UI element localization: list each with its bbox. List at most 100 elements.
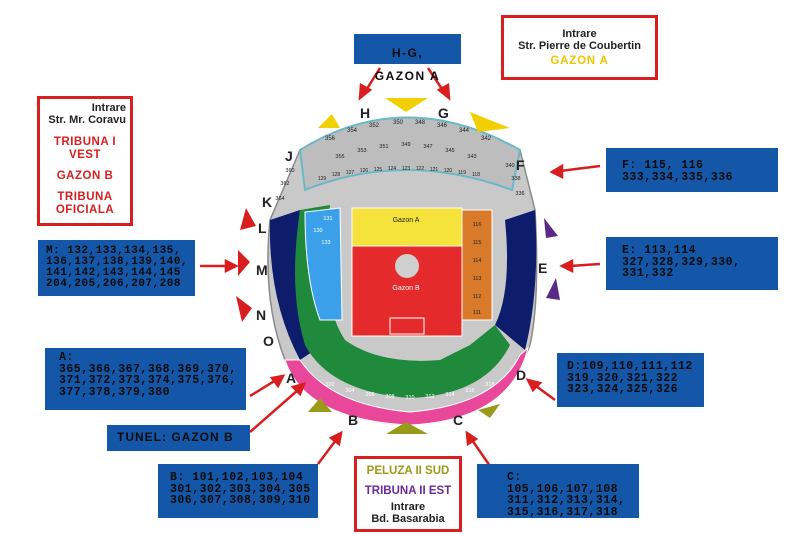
gate-marker-c (478, 404, 500, 418)
gate-marker-g (470, 112, 510, 132)
seat-label: 310 (405, 395, 414, 401)
seat-label: 351 (379, 144, 388, 150)
arrows (200, 67, 601, 467)
gate-letter-f: F (516, 157, 525, 173)
gate-letter-b: B (348, 412, 359, 428)
seat-label: 125 (374, 167, 383, 173)
seat-label: 121 (430, 167, 439, 173)
gate-letter-e: E (538, 260, 548, 276)
seat-label: 308 (385, 394, 394, 400)
gate-letter-n: N (256, 307, 267, 323)
seat-label: 114 (473, 258, 482, 264)
seat-label: 340 (505, 163, 514, 169)
sector-c-box: C: 105,106,107,108 311,312,313,314, 315,… (477, 464, 639, 518)
seat-label: 120 (444, 168, 453, 174)
seat-label: 126 (360, 168, 369, 174)
gate-letter-g: G (438, 105, 449, 121)
field-gazon-a (351, 207, 463, 247)
gate-marker-n (236, 296, 252, 322)
center-circle (395, 254, 419, 278)
entry-title: Intrare (390, 501, 426, 513)
gate-letter-a: A (286, 370, 297, 386)
hg-gazon-a-box: H-G, GAZON A (354, 34, 461, 81)
gate-letter-j: J (285, 148, 293, 164)
seat-label: 130 (313, 228, 322, 234)
seat-label: 364 (275, 196, 284, 202)
entry-basarabia: PELUZA II SUD TRIBUNA II EST Intrare Bd.… (354, 456, 462, 532)
seat-label: 338 (511, 176, 520, 182)
seat-label: 348 (415, 120, 426, 126)
gate-marker-m (238, 250, 250, 276)
seat-label: 124 (388, 166, 397, 172)
gate-letter-k: K (262, 194, 273, 210)
seat-label: 133 (321, 240, 330, 246)
zone-peluza: PELUZA II SUD (366, 465, 450, 477)
gate-letter-m: M (256, 262, 268, 278)
lightblue-stand (304, 207, 343, 321)
gate-letter-h: H (360, 105, 371, 121)
hg-line2: GAZON A (374, 68, 441, 83)
seat-label: 119 (458, 170, 466, 176)
sector-a-box: A: 365,366,367,368,369,370, 371,372,373,… (45, 348, 246, 410)
gate-letter-l: L (258, 220, 267, 236)
seat-label: 123 (402, 166, 411, 172)
seat-label: 345 (445, 148, 454, 154)
entry-street: Bd. Basarabia (371, 513, 445, 525)
seat-label: 342 (481, 136, 492, 142)
seat-label: 360 (285, 168, 294, 174)
entry-street: Str. Mr. Coravu (48, 114, 126, 126)
hg-line1: H-G, (391, 45, 424, 60)
seat-label: 113 (473, 276, 482, 282)
seat-label: 350 (393, 120, 404, 126)
seat-label: 346 (437, 123, 448, 129)
seat-label: 302 (325, 382, 334, 388)
seat-label: 362 (280, 181, 289, 187)
gate-marker-b (308, 398, 332, 412)
entry-title: Intrare (562, 28, 597, 40)
pink-stand (284, 346, 529, 426)
seat-label: 353 (357, 148, 366, 154)
seat-label: 344 (459, 128, 470, 134)
seat-label: 349 (401, 142, 410, 148)
zone-gazon-b: GAZON B (56, 170, 114, 182)
grey-tier (298, 116, 522, 192)
gate-marker-bc (386, 422, 428, 434)
entry-title: Intrare (91, 102, 126, 114)
seat-label: 347 (423, 144, 432, 150)
seat-label: 336 (515, 191, 524, 197)
entry-zone: GAZON A (550, 55, 609, 67)
entry-mr-coravu: Intrare Str. Mr. Coravu TRIBUNA I VEST G… (37, 96, 133, 226)
seat-label: 129 (318, 176, 327, 182)
zone-vest: VEST (68, 149, 102, 161)
zone-tribuna-est: TRIBUNA II EST (364, 485, 452, 497)
seat-label: 115 (473, 240, 482, 246)
seat-label: 352 (369, 123, 380, 129)
sector-e-box: E: 113,114 327,328,329,330, 331,332 (606, 237, 778, 290)
seat-label: 116 (473, 222, 482, 228)
gate-marker-h (318, 114, 340, 128)
seat-label: 355 (335, 154, 344, 160)
seat-label: 131 (323, 216, 332, 222)
seat-label: 112 (473, 294, 482, 300)
zone-oficiala: OFICIALA (55, 204, 115, 216)
seat-label: 111 (473, 310, 481, 316)
gazon-a-label: Gazon A (393, 217, 420, 224)
seat-label: 118 (472, 172, 480, 178)
seat-label: 127 (346, 170, 355, 176)
sector-b-box: B: 101,102,103,104 301,302,303,304,305 3… (158, 464, 318, 518)
zone-tribuna: TRIBUNA (57, 191, 113, 203)
gate-letter-o: O (263, 333, 274, 349)
seat-label: 354 (347, 128, 358, 134)
seat-label: 122 (416, 166, 425, 172)
orange-stand (461, 209, 493, 321)
entry-street: Str. Pierre de Coubertin (518, 40, 641, 52)
seat-label: 312 (425, 394, 434, 400)
gate-marker-k (240, 208, 256, 230)
seat-number-labels: 356 354 352 350 348 346 344 342 355 353 351 349 347 3… (275, 120, 524, 401)
navy-right-stand (495, 210, 537, 350)
seat-label: 128 (332, 172, 341, 178)
tunel-gazon-b-box: TUNEL: GAZON B (107, 425, 250, 451)
seat-label: 356 (325, 136, 336, 142)
sector-d-box: D:109,110,111,112 319,320,321,322 323,32… (557, 353, 704, 407)
